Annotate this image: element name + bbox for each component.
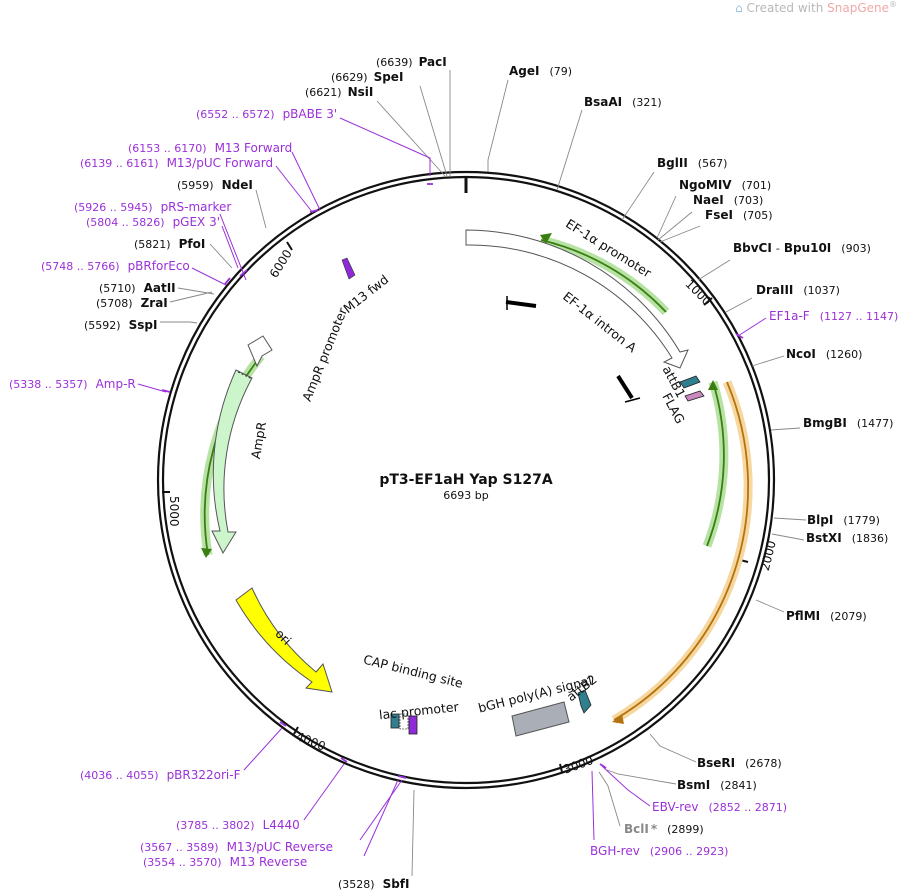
bgh-polya-feature [511, 701, 570, 737]
primer-pbabe3: (6552 .. 6572)pBABE 3' [196, 107, 337, 121]
watermark-mark: ® [889, 0, 897, 9]
enzyme-blpi: BlpI(1779) [807, 513, 880, 527]
lac-promoter-label: lac promoter [378, 699, 460, 722]
orf-highlight-arrow [708, 380, 718, 390]
lac-promoter-feature [399, 713, 409, 730]
yap-highlight [611, 380, 753, 724]
watermark-brand: SnapGene [827, 1, 889, 15]
enzyme-nsii: (6621)NsiI [305, 85, 373, 99]
primer-m13-forward: (6153 .. 6170)M13 Forward [128, 141, 292, 155]
flag-feature [684, 390, 705, 402]
enzyme-zrai: (5708)ZraI [96, 296, 168, 310]
ef1a-promoter-feature [465, 229, 689, 369]
plasmid-title: pT3-EF1aH Yap S127A [379, 472, 553, 488]
lac-operator-feature [408, 715, 418, 735]
enzyme-sbfi: (3528)SbfI [338, 877, 410, 891]
cap-binding-label: CAP binding site [362, 652, 465, 691]
primer-amp-r: (5338 .. 5357)Amp-R [9, 377, 136, 391]
enzyme-bsaai: BsaAI(321) [584, 95, 662, 109]
snapgene-watermark: ⌂ Created with SnapGene® [735, 0, 897, 15]
enzyme-bstxi: BstXI(1836) [806, 531, 888, 545]
primer-m13-reverse: (3554 .. 3570)M13 Reverse [143, 855, 307, 869]
primer-leader-lines [137, 117, 767, 857]
primer-labels: (6552 .. 6572)pBABE 3' (6153 .. 6170)M13… [9, 107, 898, 869]
ampr-label: AmpR [248, 420, 269, 460]
enzyme-ngomiv: NgoMIV(701) [679, 178, 771, 192]
enzyme-spei: (6629)SpeI [331, 70, 403, 84]
watermark-prefix: Created with [746, 1, 828, 15]
enzyme-ndei: (5959)NdeI [177, 178, 253, 192]
yap-highlight-line [613, 381, 750, 721]
ampr-promoter-feature [247, 335, 273, 368]
primer-pbrforeco: (5748 .. 5766)pBRforEco [41, 259, 190, 273]
m13-fwd-label: M13 fwd [340, 272, 391, 316]
enzyme-sspi: (5592)SspI [84, 318, 157, 332]
svg-text:2000: 2000 [758, 539, 779, 572]
svg-text:6000: 6000 [267, 247, 295, 280]
enzyme-bbvci: BbvCI-Bpu10I(903) [733, 241, 871, 255]
ampr-feature [211, 369, 253, 555]
yap-highlight-arrow [612, 714, 624, 724]
enzyme-draiii: DraIII(1037) [756, 283, 840, 297]
enzyme-bmgbi: BmgBI(1477) [803, 416, 893, 430]
enzyme-naei: NaeI(703) [693, 193, 763, 207]
cap-site-feature [390, 713, 400, 729]
attb1-feature [679, 375, 701, 389]
ampr-junction [237, 371, 253, 380]
svg-text:5000: 5000 [167, 496, 181, 527]
primer-pgex3: (5804 .. 5826)pGEX 3' [86, 215, 220, 229]
promoter-highlight-line [540, 239, 667, 313]
primer-m13-puc-reverse: (3567 .. 3589)M13/pUC Reverse [140, 840, 333, 854]
enzyme-bseri: BseRI(2678) [697, 756, 782, 770]
svg-text:4000: 4000 [294, 729, 328, 753]
tick-5000: 5000 [162, 491, 181, 527]
snapgene-logo-icon: ⌂ [735, 1, 743, 15]
tick-3000: 3000 [559, 753, 595, 777]
m13-fwd-feature [341, 257, 356, 280]
svg-text:3000: 3000 [562, 753, 595, 777]
enzyme-aatii: (5710)AatII [99, 281, 176, 295]
enzyme-bsmi: BsmI(2841) [677, 778, 757, 792]
primer-l4440: (3785 .. 3802)L4440 [176, 818, 300, 832]
primer-pbr322ori-f: (4036 .. 4055)pBR322ori-F [80, 768, 241, 782]
primer-prs-marker: (5926 .. 5945)pRS-marker [74, 200, 231, 214]
primer-ebv-rev: EBV-rev(2852 .. 2871) [652, 800, 787, 814]
ampr-highlight-arrow [201, 548, 212, 558]
enzyme-pfoi: (5821)PfoI [134, 237, 205, 251]
ef1a-intron-end [624, 397, 641, 403]
enzyme-leader-lines [160, 70, 807, 877]
enzyme-bglii: BglII(567) [657, 156, 727, 170]
svg-text:1000: 1000 [683, 277, 714, 308]
attb2-feature [577, 689, 592, 714]
promoter-highlight-arrow [540, 233, 552, 244]
primer-bgh-rev: BGH-rev(2906 .. 2923) [590, 844, 728, 858]
enzyme-pflmi: PflMI(2079) [786, 609, 867, 623]
orf-highlight-line [706, 381, 725, 547]
primer-marks [161, 183, 744, 779]
enzyme-bcli: BclI*(2899) [624, 822, 704, 836]
plasmid-length: 6693 bp [443, 489, 488, 502]
ori-feature [235, 587, 333, 693]
backbone-outer [156, 170, 776, 790]
ampr-promoter-label: AmpR promoter [299, 305, 350, 404]
enzyme-paci: (6639)PacI [376, 55, 447, 69]
tick-1000: 1000 [683, 277, 714, 308]
ef1a-intron-bar [505, 300, 537, 308]
enzyme-ncoi: NcoI(1260) [786, 347, 862, 361]
primer-m13-puc-forward: (6139 .. 6161)M13/pUC Forward [80, 156, 273, 170]
tick-4000: 4000 [293, 726, 328, 754]
enzyme-fsei: FseI(705) [705, 208, 773, 222]
primer-ef1a-f: EF1a-F(1127 .. 1147) [769, 309, 898, 323]
enzyme-labels: (6639)PacI (6629)SpeI (6621)NsiI AgeI(79… [84, 55, 893, 891]
enzyme-agei: AgeI(79) [509, 64, 572, 78]
ef1a-intron-bar-2 [616, 374, 634, 400]
